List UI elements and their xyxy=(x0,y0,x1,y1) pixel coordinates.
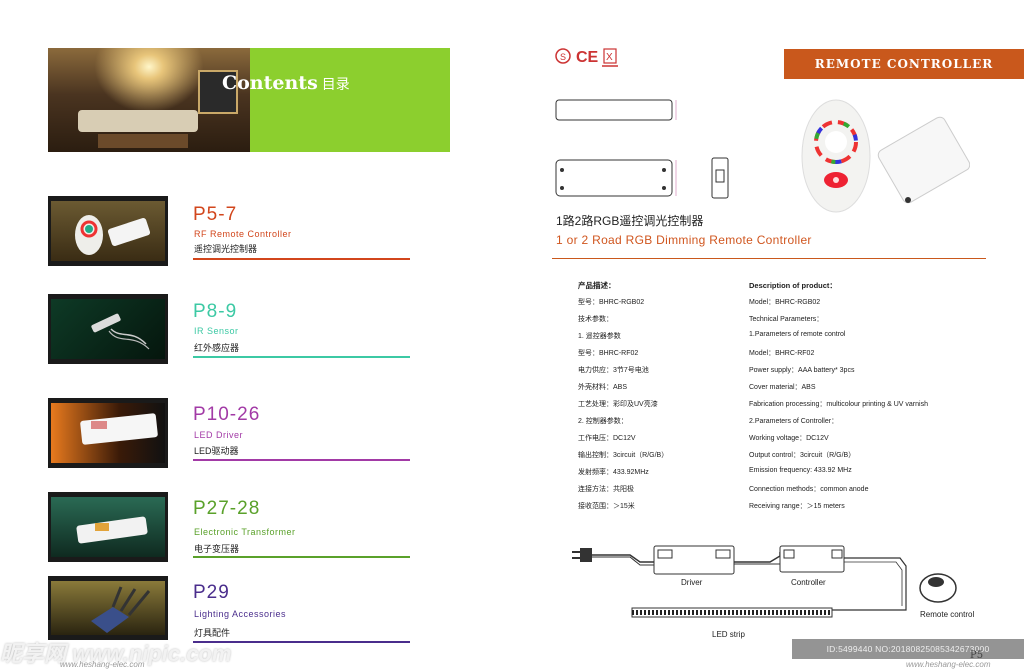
remote-control-icon xyxy=(919,573,957,603)
transformer-icon xyxy=(76,516,148,544)
product-title-en: 1 or 2 Road RGB Dimming Remote Controlle… xyxy=(556,233,812,247)
product-photo xyxy=(801,99,970,213)
spec-en-5: Power supply：AAA battery* 3pcs xyxy=(749,367,855,374)
spec-zh-6: 外壳材料：ABS xyxy=(578,384,628,391)
entry-image-electronic-transformer[interactable] xyxy=(48,492,168,562)
spec-en-9: Working voltage：DC12V xyxy=(749,435,829,442)
spec-zh-7: 工艺处理：彩印及UV亮漆 xyxy=(578,401,658,408)
accessories-icon xyxy=(91,586,151,633)
spec-zh-12: 连接方法：共阳极 xyxy=(578,486,634,493)
spec-zh-2: 技术参数： xyxy=(578,316,613,323)
certification-marks: S CE X xyxy=(554,46,624,75)
spec-en-12: Connection methods：common anode xyxy=(749,486,869,493)
footer-url-left[interactable]: www.heshang-elec.com xyxy=(60,660,145,669)
interior-photo xyxy=(48,48,250,152)
entry-page-5[interactable]: P29 xyxy=(193,582,230,603)
spec-en-1: Model：BHRC-RGB02 xyxy=(749,299,821,306)
footer-url-right[interactable]: www.heshang-elec.com xyxy=(906,660,991,669)
entry-divider-4 xyxy=(193,556,410,558)
controller-technical-drawing xyxy=(555,99,677,197)
entry-en-5: Lighting Accessories xyxy=(194,609,287,619)
spec-en-13: Receiving range：＞15 meters xyxy=(749,503,845,510)
led-strip-icon xyxy=(631,607,833,618)
spec-zh-0: 产品描述： xyxy=(578,281,616,290)
weee-mark-text: X xyxy=(606,52,613,63)
spec-zh-5: 电力供应：3节7号电池 xyxy=(578,367,649,374)
wiring-diagram xyxy=(572,545,957,618)
entry-image-ir-sensor[interactable] xyxy=(48,294,168,364)
entry-page-4[interactable]: P27-28 xyxy=(193,498,261,519)
entry-page-3[interactable]: P10-26 xyxy=(193,404,261,425)
led-strip-label: LED strip xyxy=(712,630,745,639)
contents-green-panel xyxy=(250,48,450,152)
s-mark-text: S xyxy=(560,52,566,62)
title-separator xyxy=(552,258,986,259)
spec-zh-4: 型号：BHRC-RF02 xyxy=(578,350,639,357)
spec-zh-1: 型号：BHRC-RGB02 xyxy=(578,299,645,306)
weee-mark-icon xyxy=(603,48,617,64)
spec-en-7: Fabrication processing：multicolour print… xyxy=(749,401,928,408)
controller-label: Controller xyxy=(791,578,826,587)
spec-zh-9: 工作电压：DC12V xyxy=(578,435,636,442)
spec-en-11: Emission frequency: 433.92 MHz xyxy=(749,467,852,474)
certification-icons: S CE X xyxy=(555,48,618,67)
spec-zh-13: 接收范围：＞15米 xyxy=(578,503,635,510)
contents-title-en: Contents xyxy=(222,72,318,94)
entry-image-lighting-accessories[interactable] xyxy=(48,576,168,640)
remote-control-label: Remote control xyxy=(920,610,975,619)
spec-zh-10: 输出控制：3circuit（R/G/B） xyxy=(578,452,669,459)
controller-side-drawing xyxy=(711,157,729,199)
rug-shape xyxy=(98,134,188,148)
led-driver-icon xyxy=(80,413,158,445)
entry-en-2: IR Sensor xyxy=(194,326,239,336)
entry-image-rf-remote[interactable] xyxy=(48,196,168,266)
entry-zh-5: 灯具配件 xyxy=(194,628,231,638)
ce-mark-icon: CE xyxy=(576,49,599,66)
spec-en-10: Output control：3circuit（R/G/B） xyxy=(749,452,856,459)
entry-zh-3: LED驱动器 xyxy=(194,446,239,456)
entry-en-3: LED Driver xyxy=(194,430,244,440)
spec-zh-8: 2. 控制器参数： xyxy=(578,418,628,425)
image-id-strip: ID:5499440 NO:20180825085342673000 xyxy=(792,639,1024,659)
power-plug-icon xyxy=(572,548,592,562)
entry-zh-4: 电子变压器 xyxy=(194,544,240,554)
entry-divider-5 xyxy=(193,641,410,643)
remote-controller-icon xyxy=(75,215,151,255)
spec-en-6: Cover material：ABS xyxy=(749,384,816,391)
s-mark-icon xyxy=(555,48,571,64)
entry-page-1[interactable]: P5-7 xyxy=(193,204,238,225)
window-shape xyxy=(198,70,238,114)
watermark: 昵享网 www.nipic.com xyxy=(0,641,232,666)
contents-title-zh: 目录 xyxy=(321,77,350,93)
controller-box xyxy=(779,545,845,573)
entry-en-1: RF Remote Controller xyxy=(194,229,292,239)
spec-en-3: 1.Parameters of remote control xyxy=(749,331,846,338)
spec-en-0: Description of product： xyxy=(749,281,837,290)
entry-zh-2: 红外感应器 xyxy=(194,343,240,353)
entry-en-4: Electronic Transformer xyxy=(194,527,296,537)
spec-zh-11: 发射频率：433.92MHz xyxy=(578,469,649,476)
sofa-shape xyxy=(78,110,198,132)
product-title-zh: 1路2路RGB遥控调光控制器 xyxy=(556,214,704,228)
spec-en-2: Technical Parameters： xyxy=(749,316,824,323)
ir-sensor-icon xyxy=(91,313,150,350)
entry-divider-1 xyxy=(193,258,410,260)
entry-zh-1: 遥控调光控制器 xyxy=(194,244,258,254)
spec-en-4: Model：BHRC-RF02 xyxy=(749,350,815,357)
spec-zh-3: 1. 遥控器参数 xyxy=(578,333,621,340)
remote-controller-banner: REMOTE CONTROLLER xyxy=(784,49,1024,79)
contents-hero xyxy=(48,48,450,152)
spec-en-8: 2.Parameters of Controller： xyxy=(749,418,839,425)
entry-divider-2 xyxy=(193,356,410,358)
entry-divider-3 xyxy=(193,459,410,461)
page-number: P5 xyxy=(970,650,984,661)
entry-page-2[interactable]: P8-9 xyxy=(193,301,238,322)
driver-box xyxy=(653,545,735,575)
driver-label: Driver xyxy=(681,578,703,587)
entry-image-led-driver[interactable] xyxy=(48,398,168,468)
